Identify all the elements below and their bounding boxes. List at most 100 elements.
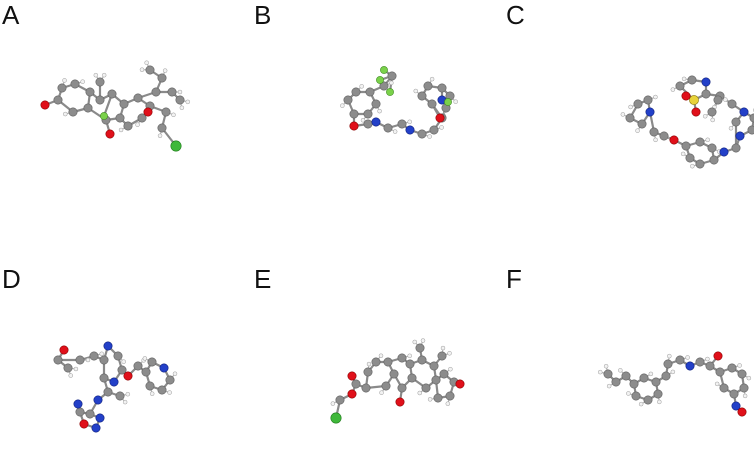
carbon-atom: [398, 354, 406, 362]
carbon-atom: [398, 120, 406, 128]
hydrogen-atom: [380, 391, 384, 395]
fluorine-atom: [380, 66, 387, 73]
heavy-atoms: [604, 352, 748, 416]
hydrogen-atom: [729, 126, 733, 130]
carbon-atom: [738, 370, 746, 378]
hydrogen-atom: [69, 374, 73, 378]
carbon-atom: [654, 390, 662, 398]
carbon-atom: [86, 88, 94, 96]
oxygen-atom: [124, 372, 132, 380]
hydrogen-atom: [140, 68, 144, 72]
heavy-atoms: [626, 76, 754, 168]
hydrogen-atom: [639, 402, 643, 406]
carbon-atom: [676, 82, 684, 90]
hydrogen-atom: [649, 372, 653, 376]
carbon-atom: [176, 96, 184, 104]
carbon-atom: [108, 90, 116, 98]
carbon-atom: [86, 410, 94, 418]
oxygen-atom: [670, 136, 678, 144]
carbon-atom: [372, 100, 380, 108]
nitrogen-atom: [104, 342, 112, 350]
carbon-atom: [364, 368, 372, 376]
carbon-atom: [166, 376, 174, 384]
carbon-atom: [708, 144, 716, 152]
carbon-atom: [446, 392, 454, 400]
carbon-atom: [382, 382, 390, 390]
carbon-atom: [352, 88, 360, 96]
hydrogen-atom: [738, 363, 742, 367]
oxygen-atom: [738, 408, 746, 416]
hydrogen-atom: [657, 400, 661, 404]
hydrogen-atom: [421, 339, 425, 343]
carbon-atom: [638, 120, 646, 128]
oxygen-atom: [692, 108, 700, 116]
nitrogen-atom: [94, 396, 102, 404]
carbon-atom: [716, 368, 724, 376]
carbon-atom: [418, 356, 426, 364]
molecule-a: [0, 0, 250, 212]
carbon-atom: [438, 84, 446, 92]
oxygen-atom: [106, 130, 114, 138]
hydrogen-atom: [743, 394, 747, 398]
carbon-atom: [622, 372, 630, 380]
carbon-atom: [158, 124, 166, 132]
carbon-atom: [430, 126, 438, 134]
carbon-atom: [384, 124, 392, 132]
hydrogen-atom: [441, 346, 445, 350]
hydrogen-atom: [331, 402, 335, 406]
nitrogen-atom: [702, 78, 710, 86]
hydrogen-atom: [86, 358, 90, 362]
carbon-atom: [662, 372, 670, 380]
carbon-atom: [158, 74, 166, 82]
hydrogen-atom: [636, 129, 640, 133]
hydrogen-atom: [102, 73, 106, 77]
carbon-atom: [630, 380, 638, 388]
hydrogen-atom: [598, 370, 602, 374]
carbon-atom: [714, 96, 722, 104]
oxygen-atom: [348, 390, 356, 398]
carbon-atom: [702, 90, 710, 98]
hydrogen-atom: [414, 89, 418, 93]
nitrogen-atom: [160, 364, 168, 372]
nitrogen-atom: [720, 148, 728, 156]
carbon-atom: [748, 126, 754, 134]
hydrogen-atom: [621, 112, 625, 116]
heavy-atoms: [331, 344, 464, 423]
hydrogen-atom: [136, 123, 140, 127]
hydrogen-atom: [150, 392, 154, 396]
hydrogen-atom: [163, 69, 167, 73]
hydrogen-atom: [690, 164, 694, 168]
carbon-atom: [116, 114, 124, 122]
carbon-atom: [168, 88, 176, 96]
carbon-atom: [84, 104, 92, 112]
hydrogen-atom: [143, 356, 147, 360]
carbon-atom: [686, 154, 694, 162]
hydrogen-atom: [607, 384, 611, 388]
carbon-atom: [364, 110, 372, 118]
hydrogen-atom: [63, 78, 67, 82]
carbon-atom: [696, 160, 704, 168]
carbon-atom: [418, 92, 426, 100]
hydrogen-atom: [454, 100, 458, 104]
oxygen-atom: [60, 346, 68, 354]
hydrogen-atom: [715, 382, 719, 386]
panel-d: D: [0, 264, 250, 476]
hydrogen-atom: [667, 354, 671, 358]
heavy-atoms: [344, 66, 454, 138]
nitrogen-atom: [646, 108, 654, 116]
nitrogen-atom: [686, 362, 694, 370]
carbon-atom: [432, 376, 440, 384]
oxygen-atom: [436, 114, 444, 122]
carbon-atom: [384, 358, 392, 366]
carbon-atom: [398, 384, 406, 392]
carbon-atom: [114, 352, 122, 360]
hydrogen-atom: [178, 90, 182, 94]
carbon-atom: [146, 66, 154, 74]
nitrogen-atom: [96, 414, 104, 422]
carbon-atom: [116, 392, 124, 400]
hydrogen-atom: [122, 360, 126, 364]
carbon-atom: [142, 368, 150, 376]
carbon-atom: [430, 362, 438, 370]
carbon-atom: [728, 364, 736, 372]
hydrogen-atom: [629, 105, 633, 109]
